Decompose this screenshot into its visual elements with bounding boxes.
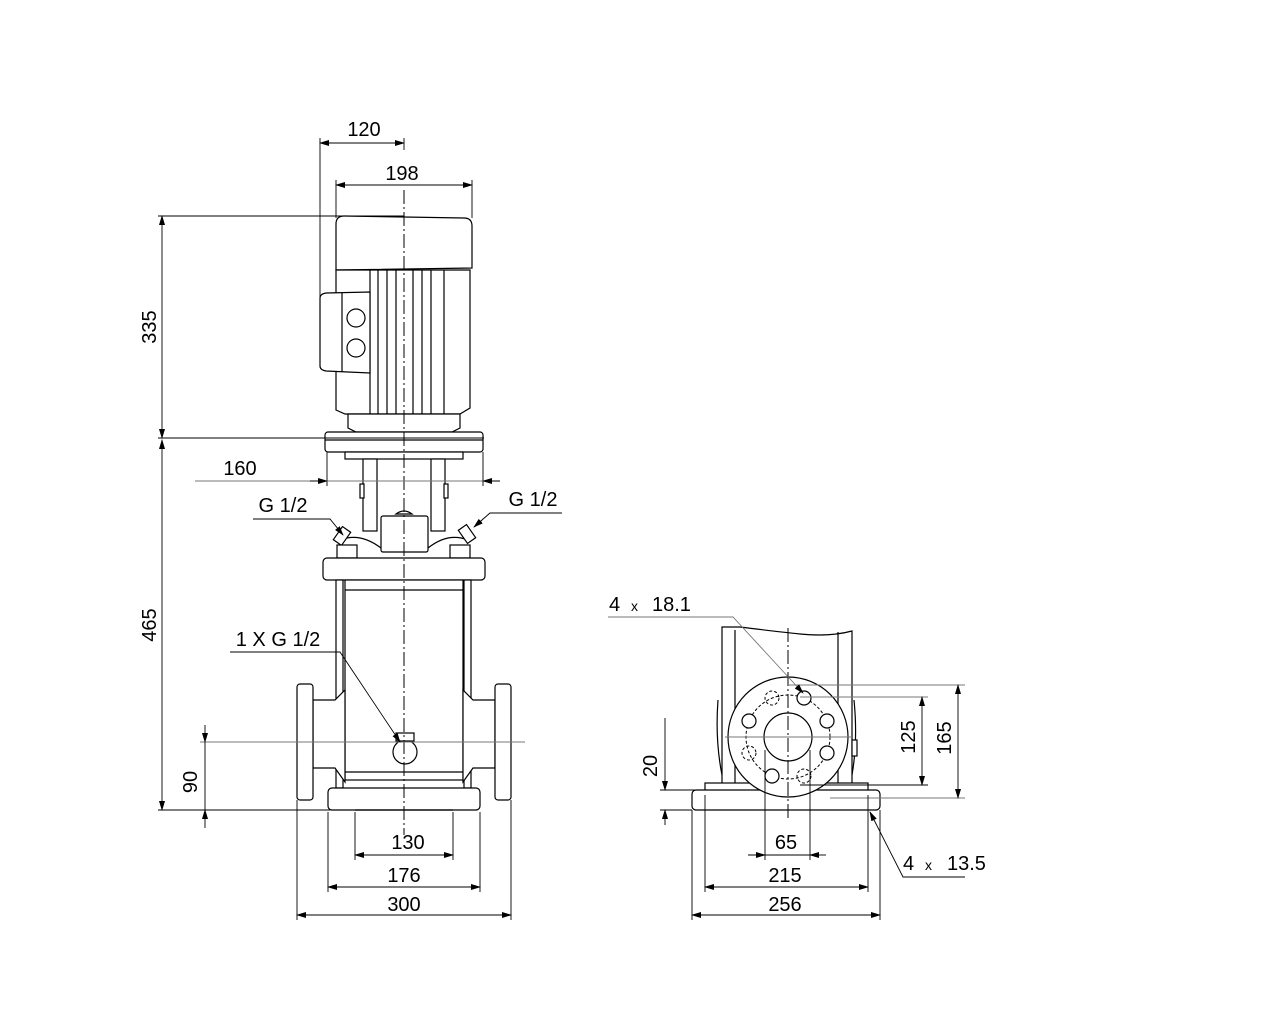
callout-vent-right: G 1/2 (509, 489, 558, 511)
dim-176: 176 (387, 865, 420, 887)
dim-120: 120 (347, 119, 380, 141)
svg-text:13.5: 13.5 (947, 853, 986, 875)
cable-entry-icon (346, 308, 366, 328)
dim-130: 130 (391, 832, 424, 854)
side-view: 125 165 20 65 215 256 4 x 18.1 4 x 13.5 (608, 594, 986, 920)
flange-bolt-holes (741, 690, 835, 784)
svg-text:18.1: 18.1 (652, 594, 691, 616)
dim-165: 165 (934, 721, 956, 754)
dim-198: 198 (385, 163, 418, 185)
nut (336, 544, 358, 559)
callout-drain: 1 X G 1/2 (236, 629, 321, 651)
drain-plug (392, 739, 418, 765)
vent-plug-right (457, 523, 477, 545)
dim-90: 90 (180, 771, 202, 793)
pump-side-outline (691, 626, 881, 811)
vent-plug-left (332, 525, 352, 547)
dim-20: 20 (640, 755, 662, 777)
dim-125: 125 (898, 720, 920, 753)
svg-text:x: x (631, 598, 638, 614)
dim-256: 256 (768, 894, 801, 916)
dim-65: 65 (775, 832, 797, 854)
terminal-box (319, 291, 371, 374)
svg-text:x: x (925, 857, 932, 873)
dim-160: 160 (223, 458, 256, 480)
callout-vent-left: G 1/2 (259, 495, 308, 517)
svg-text:4: 4 (609, 594, 620, 616)
nut (449, 544, 471, 559)
callout-flange-holes: 4 x 18.1 (609, 594, 691, 616)
dim-215: 215 (768, 865, 801, 887)
callout-base-holes: 4 x 13.5 (903, 853, 986, 875)
dim-300: 300 (387, 894, 420, 916)
dim-465: 465 (139, 608, 161, 641)
cable-entry-icon (346, 338, 366, 358)
dim-335: 335 (139, 310, 161, 343)
svg-text:4: 4 (903, 853, 914, 875)
front-view: 120 198 335 465 90 160 130 176 300 G 1/2… (139, 119, 562, 920)
